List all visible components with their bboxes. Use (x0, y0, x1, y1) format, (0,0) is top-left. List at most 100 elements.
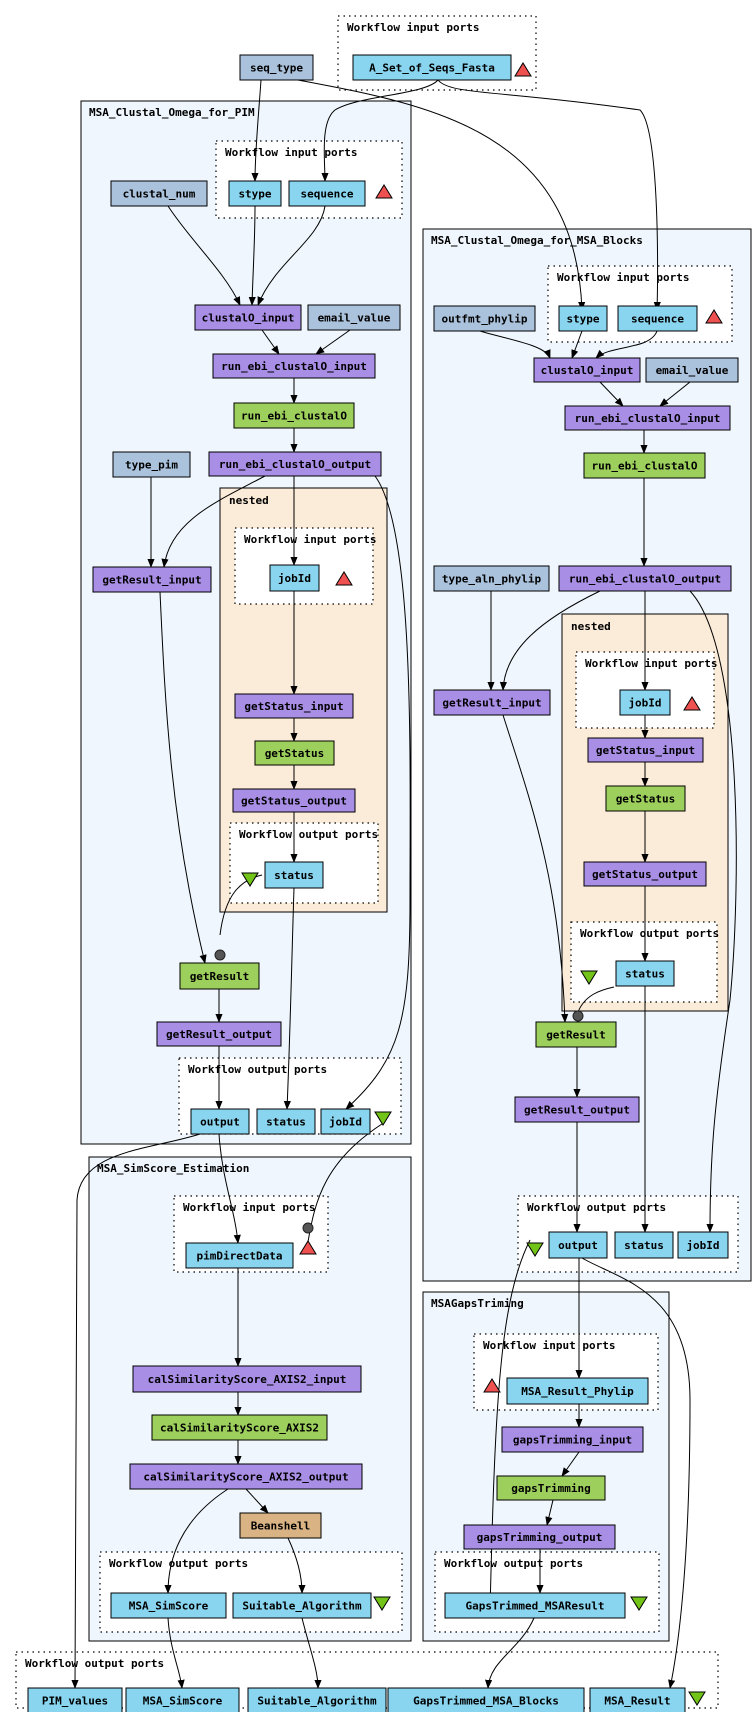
node-pim-run-ebi-clustalo[interactable]: run_ebi_clustalO (233, 402, 355, 429)
node-blocks-outfmt-phylip[interactable]: outfmt_phylip (433, 305, 536, 332)
edge-runout-getresult-input (161, 475, 266, 568)
node-blocks-run-ebi-clustalo[interactable]: run_ebi_clustalO (583, 452, 706, 479)
node-blocks-getstatus-input[interactable]: getStatus_input (587, 737, 704, 763)
node-blocks-type-aln-phylip[interactable]: type_aln_phylip (433, 565, 550, 592)
node-pim-nested-jobid[interactable]: jobId (269, 564, 320, 592)
node-pim-getstatus-input[interactable]: getStatus_input (234, 693, 354, 719)
node-blocks-clustalo-input[interactable]: clustalO_input (533, 357, 641, 383)
node-pim-output[interactable]: output (190, 1108, 250, 1135)
node-blocks-getstatus-output-label: getStatus_output (592, 868, 698, 881)
node-final-msa-simscore[interactable]: MSA_SimScore (125, 1687, 240, 1712)
pim-output-ports-title: Workflow output ports (188, 1063, 327, 1076)
node-blocks-status[interactable]: status (614, 1231, 674, 1259)
bottom-output-ports-title: Workflow output ports (25, 1657, 164, 1670)
edge-output-pimdirect (218, 1133, 241, 1244)
node-blocks-getstatus[interactable]: getStatus (605, 785, 686, 812)
node-blocks-run-ebi-clustalo-input-label: run_ebi_clustalO_input (575, 412, 721, 425)
edge-caloutput-msasimscore (164, 1488, 229, 1594)
node-pim-getresult[interactable]: getResult (179, 962, 260, 990)
edge-clustalnum-clustalO (167, 205, 241, 306)
blocks-nested-input-ports-title: Workflow input ports (585, 657, 717, 670)
node-pim-stype-label: stype (238, 188, 271, 201)
node-gapstrimming-input[interactable]: gapsTrimming_input (501, 1426, 644, 1453)
node-blocks-nested-status[interactable]: status (615, 960, 675, 987)
gaps-output-ports: Workflow output ports (434, 1551, 660, 1633)
node-calsimilarityscore-axis2-output-label: calSimilarityScore_AXIS2_output (143, 1471, 348, 1484)
node-pim-getresult-input[interactable]: getResult_input (92, 566, 212, 593)
node-blocks-getstatus-label: getStatus (616, 793, 676, 806)
node-blocks-run-ebi-clustalo-output[interactable]: run_ebi_clustalO_output (558, 565, 732, 592)
node-final-suitable-algorithm-label: Suitable_Algorithm (257, 1695, 377, 1708)
node-pim-run-ebi-clustalo-input-label: run_ebi_clustalO_input (221, 360, 367, 373)
node-pim-sequence-label: sequence (301, 188, 354, 201)
node-pim-clustalo-input-label: clustalO_input (202, 312, 295, 325)
node-pim-nested-status[interactable]: status (264, 861, 324, 889)
node-pim-clustalo-input[interactable]: clustalO_input (194, 304, 302, 331)
edge-blocks-runout-getresult-input (499, 590, 601, 691)
node-blocks-nested-jobid[interactable]: jobId (619, 689, 671, 716)
node-blocks-stype[interactable]: stype (558, 305, 608, 332)
node-msa-result[interactable]: MSA_Result (589, 1687, 686, 1712)
simscore-input-ports-title: Workflow input ports (183, 1201, 315, 1214)
edge-blocks-sequence-clustalO (595, 330, 658, 359)
node-pim-clustal-num[interactable]: clustal_num (110, 180, 208, 207)
node-blocks-getstatus-output[interactable]: getStatus_output (583, 861, 707, 887)
node-simscore-suitable-algorithm-label: Suitable_Algorithm (242, 1600, 362, 1613)
node-pim-type-pim[interactable]: type_pim (112, 451, 191, 478)
node-pim-output-label: output (200, 1116, 240, 1129)
node-gapstrimming-input-label: gapsTrimming_input (513, 1434, 632, 1447)
edge-blocks-dot-link (577, 986, 615, 1013)
node-pim-run-ebi-clustalo-output[interactable]: run_ebi_clustalO_output (208, 451, 382, 477)
edge-blocks-runout-jobid-out (689, 590, 737, 1233)
node-pim-email-value-label: email_value (318, 312, 391, 325)
node-blocks-sequence[interactable]: sequence (617, 305, 698, 332)
edge-blocks-output-msaresult (581, 1257, 691, 1689)
node-gapstrimmed-msaresult[interactable]: GapsTrimmed_MSAResult (444, 1592, 626, 1619)
node-gapstrimmed-msa-blocks[interactable]: GapsTrimmed_MSA_Blocks (387, 1687, 585, 1712)
blocks-output-ports-title: Workflow output ports (527, 1201, 666, 1214)
node-blocks-email-value[interactable]: email_value (645, 357, 739, 383)
node-pim-getstatus-output[interactable]: getStatus_output (232, 788, 356, 813)
node-pim-email-value[interactable]: email_value (307, 304, 401, 331)
node-gapstrimming-output[interactable]: gapsTrimming_output (463, 1524, 616, 1550)
pim-nested-title: nested (229, 494, 269, 507)
node-calsimilarityscore-axis2-input[interactable]: calSimilarityScore_AXIS2_input (132, 1365, 362, 1393)
node-gapstrimming-label: gapsTrimming (511, 1482, 590, 1495)
node-simscore-msa-simscore[interactable]: MSA_SimScore (110, 1592, 227, 1619)
output-port-marker-icon (580, 970, 598, 985)
node-blocks-getresult[interactable]: getResult (535, 1021, 617, 1048)
node-pimdirectdata[interactable]: pimDirectData (185, 1242, 294, 1269)
node-calsimilarityscore-axis2[interactable]: calSimilarityScore_AXIS2 (151, 1414, 328, 1441)
blocks-nested-output-ports: Workflow output ports (570, 921, 719, 1003)
node-pim-status[interactable]: status (256, 1108, 316, 1135)
node-pim-values[interactable]: PIM_values (27, 1687, 123, 1712)
merge-dot-icon (572, 1010, 584, 1022)
node-blocks-getresult-output[interactable]: getResult_output (514, 1096, 640, 1123)
node-pim-sequence[interactable]: sequence (288, 180, 366, 207)
node-pim-nested-status-label: status (274, 869, 314, 882)
node-simscore-suitable-algorithm[interactable]: Suitable_Algorithm (232, 1592, 372, 1619)
node-blocks-getresult-input[interactable]: getResult_input (433, 689, 551, 716)
node-blocks-jobid[interactable]: jobId (677, 1231, 729, 1259)
node-blocks-getstatus-input-label: getStatus_input (596, 744, 695, 757)
node-seq-type[interactable]: seq_type (239, 54, 314, 81)
node-final-suitable-algorithm[interactable]: Suitable_Algorithm (247, 1687, 387, 1712)
node-pim-jobid[interactable]: jobId (320, 1108, 371, 1135)
node-blocks-nested-status-label: status (625, 968, 665, 981)
edge-blocks-stype-clustalO (571, 330, 583, 359)
node-pim-getstatus[interactable]: getStatus (254, 740, 335, 766)
node-pim-jobid-label: jobId (329, 1116, 362, 1129)
node-a-set-of-seqs-fasta[interactable]: A_Set_of_Seqs_Fasta (352, 54, 512, 81)
node-pim-getresult-output[interactable]: getResult_output (156, 1021, 282, 1047)
node-gapstrimming[interactable]: gapsTrimming (496, 1475, 606, 1501)
node-calsimilarityscore-axis2-output[interactable]: calSimilarityScore_AXIS2_output (129, 1463, 363, 1490)
edge-beanshell-suitable (287, 1537, 306, 1594)
node-msa-result-phylip[interactable]: MSA_Result_Phylip (506, 1377, 649, 1405)
cluster-simscore-title: MSA_SimScore_Estimation (97, 1162, 249, 1175)
node-blocks-run-ebi-clustalo-input[interactable]: run_ebi_clustalO_input (564, 405, 731, 431)
node-pim-stype[interactable]: stype (228, 180, 282, 207)
node-beanshell[interactable]: Beanshell (239, 1512, 322, 1539)
node-blocks-output[interactable]: output (548, 1231, 608, 1259)
blocks-input-ports-title: Workflow input ports (557, 271, 689, 284)
node-pim-run-ebi-clustalo-input[interactable]: run_ebi_clustalO_input (212, 353, 376, 379)
